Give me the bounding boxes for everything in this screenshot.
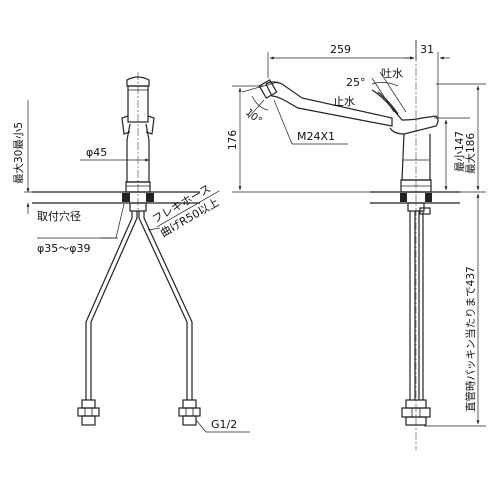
phi45-label: φ45 bbox=[86, 146, 107, 159]
front-lever-ear-right bbox=[145, 115, 155, 135]
spout-water-label: 吐水 bbox=[381, 67, 403, 80]
front-hose-left bbox=[85, 211, 138, 400]
front-head bbox=[126, 76, 150, 87]
angle-25-label: 25° bbox=[346, 76, 366, 89]
g-half-label: G1/2 bbox=[211, 418, 237, 431]
thread-m24-label: M24X1 bbox=[297, 130, 335, 143]
side-lever-handle bbox=[371, 89, 439, 135]
g-half-leader bbox=[195, 419, 207, 433]
side-spout-tip bbox=[258, 79, 278, 99]
dim-31-label: 31 bbox=[420, 43, 434, 56]
m24-leader bbox=[273, 99, 293, 145]
front-lever-ear-left bbox=[121, 115, 131, 135]
stop-water-label: 止水 bbox=[333, 95, 355, 108]
max186-label: 最大186 bbox=[464, 133, 477, 174]
counter-thickness-label: 最大30最小5 bbox=[12, 122, 25, 184]
angle-25-arc bbox=[371, 82, 399, 87]
front-mount-hatch-right bbox=[146, 193, 154, 202]
hole-diameter-range: φ35～φ39 bbox=[37, 242, 91, 255]
front-shank bbox=[129, 202, 147, 212]
side-spout bbox=[265, 81, 393, 127]
front-lever-body bbox=[127, 85, 149, 123]
side-mount-hatch-left bbox=[400, 193, 407, 202]
side-nut bbox=[419, 207, 431, 215]
flex-hose-label-group: フレキホース 曲げR50以上 bbox=[150, 182, 221, 240]
hole-diameter-title: 取付穴径 bbox=[37, 209, 81, 223]
side-mount-hatch-right bbox=[425, 193, 432, 202]
angle-10-label: 10° bbox=[243, 107, 264, 127]
dim-176-label: 176 bbox=[227, 130, 239, 150]
front-fitting-left bbox=[77, 399, 100, 426]
side-fitting bbox=[401, 399, 431, 426]
front-view: φ45 最大30最小5 取付穴径 φ35～φ39 フレキホース 曲げR50以上 … bbox=[12, 72, 250, 433]
front-hose-right bbox=[138, 211, 193, 400]
front-mount-hatch-left bbox=[122, 193, 130, 202]
straight-to-packing-label: 直管時パッキン当たりまで437 bbox=[464, 266, 477, 412]
min147-label: 最小147 bbox=[454, 131, 466, 172]
side-view: 259 31 25° 吐水 止水 10° M24X1 176 bbox=[227, 40, 486, 450]
dim-259-label: 259 bbox=[330, 43, 351, 56]
side-shank bbox=[407, 202, 425, 212]
